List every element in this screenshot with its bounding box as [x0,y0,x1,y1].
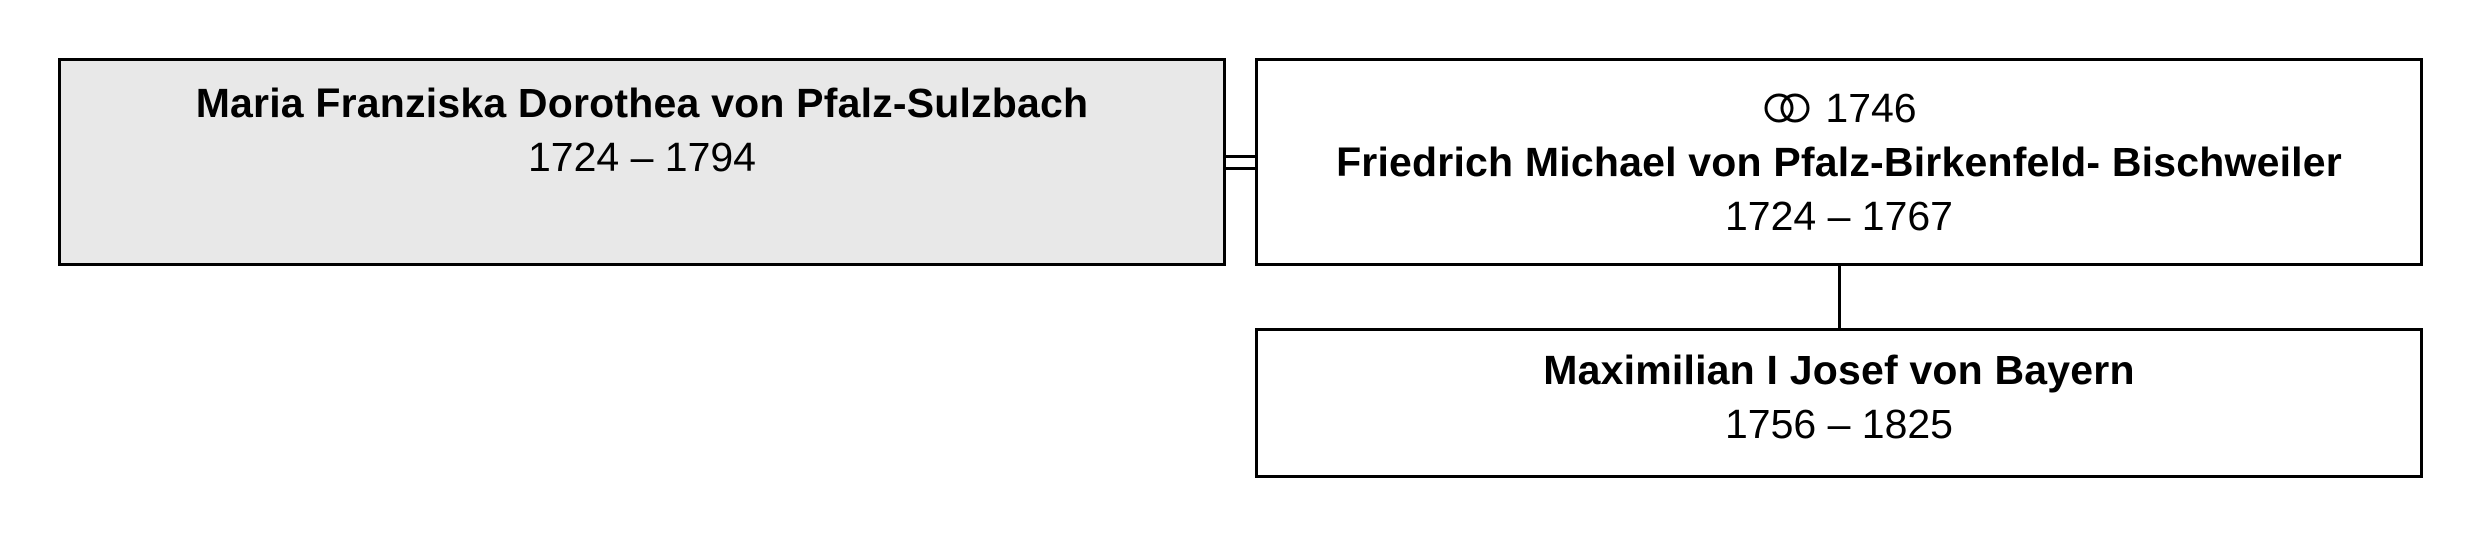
person-card-maximilian-josef[interactable]: Maximilian I Josef von Bayern 1756 – 182… [1255,328,2423,478]
wedding-rings-icon [1764,93,1810,123]
person-name: Friedrich Michael von Pfalz-Birkenfeld- … [1336,139,2342,185]
person-lifespan: 1724 – 1767 [1724,193,1953,239]
person-lifespan: 1756 – 1825 [1724,401,1953,447]
person-lifespan: 1724 – 1794 [527,134,756,180]
person-card-content: 1746 Friedrich Michael von Pfalz-Birkenf… [1258,61,2420,243]
person-card-friedrich-michael[interactable]: 1746 Friedrich Michael von Pfalz-Birkenf… [1255,58,2423,266]
person-name: Maria Franziska Dorothea von Pfalz-Sulzb… [195,80,1089,126]
person-card-content: Maximilian I Josef von Bayern 1756 – 182… [1258,331,2420,451]
person-name: Maximilian I Josef von Bayern [1543,347,2135,393]
person-card-maria-franziska[interactable]: Maria Franziska Dorothea von Pfalz-Sulzb… [58,58,1226,266]
person-card-content: Maria Franziska Dorothea von Pfalz-Sulzb… [61,61,1223,184]
parent-child-connector-line [1838,266,1841,328]
spouse-connector-line [1226,167,1255,170]
marriage-year: 1746 [1825,85,1917,131]
spouse-connector-line [1226,155,1255,158]
marriage-info: 1746 [1258,81,2420,135]
